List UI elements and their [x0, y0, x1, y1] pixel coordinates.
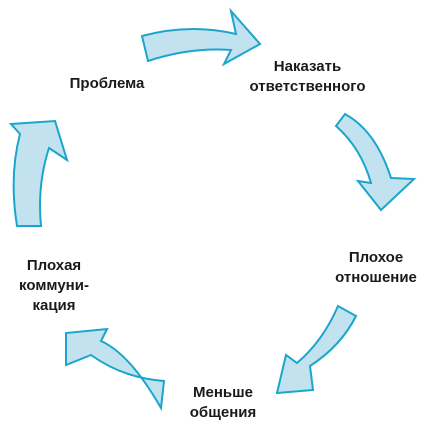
node-attitude: Плохое отношение [335, 249, 417, 286]
arrow-less-to-bad [65, 327, 166, 412]
node-punish: Наказать ответственного [249, 58, 366, 95]
node-less: Меньше общения [189, 384, 257, 421]
arrow-bad-to-problem [8, 119, 69, 227]
arrow-problem-to-punish [140, 7, 262, 67]
node-problem: Проблема [69, 75, 145, 92]
node-bad: Плохая коммуни- кация [19, 257, 89, 314]
arrow-punish-to-attitude [334, 112, 417, 212]
arrow-attitude-to-less [275, 304, 358, 395]
